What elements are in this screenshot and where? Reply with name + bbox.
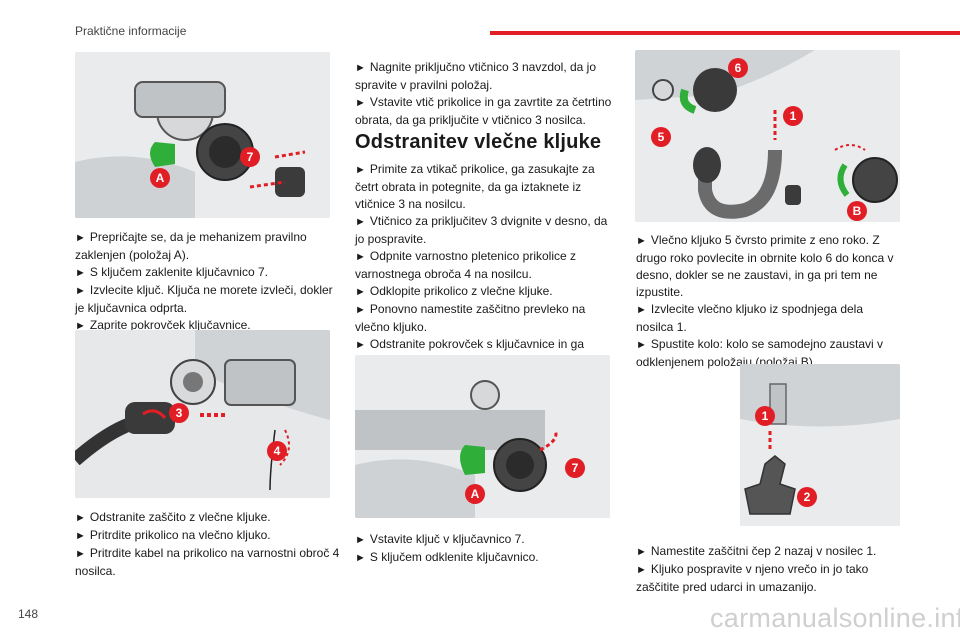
arrow-icon: ► xyxy=(636,564,647,576)
figure-remove-hook: 6 5 1 B xyxy=(635,50,900,222)
callout-7: 7 xyxy=(572,461,579,475)
protective-plug-illustration: 1 2 xyxy=(740,364,900,526)
instruction: ►Izvlecite vlečno kljuko iz spodnjega de… xyxy=(636,302,864,334)
instruction: ►Odpnite varnostno pletenico prikolice z… xyxy=(355,249,577,281)
instruction: ►Odstranite zaščito z vlečne kljuke. xyxy=(75,510,271,524)
arrow-icon: ► xyxy=(355,534,366,546)
callout-B: B xyxy=(853,204,862,218)
arrow-icon: ► xyxy=(355,339,366,351)
col2-text-block1: ►Nagnite priključno vtičnico 3 navzdol, … xyxy=(355,59,620,129)
callout-2: 2 xyxy=(804,490,811,504)
instruction: ►Nagnite priključno vtičnico 3 navzdol, … xyxy=(355,60,597,92)
callout-A: A xyxy=(471,487,480,501)
remove-hook-illustration: 6 5 1 B xyxy=(635,50,900,222)
instruction: ►Kljuko pospravite v njeno vrečo in jo t… xyxy=(636,562,869,594)
instruction: ►Pritrdite kabel na prikolico na varnost… xyxy=(75,546,340,578)
lock-key-illustration: 7 A xyxy=(75,52,330,218)
watermark: carmanualsonline.info xyxy=(710,603,960,633)
col1-text-block2: ►Odstranite zaščito z vlečne kljuke. ►Pr… xyxy=(75,509,340,580)
instruction: ►Odklopite prikolico z vlečne kljuke. xyxy=(355,284,553,298)
arrow-icon: ► xyxy=(355,552,366,564)
callout-1: 1 xyxy=(762,409,769,423)
callout-3: 3 xyxy=(176,406,183,420)
page-header-title: Praktične informacije xyxy=(75,24,187,38)
instruction: ►Primite za vtikač prikolice, ga zasukaj… xyxy=(355,162,595,211)
callout-5: 5 xyxy=(658,130,665,144)
callout-A: A xyxy=(156,171,165,185)
arrow-icon: ► xyxy=(636,546,647,558)
figure-unlock-key: 7 A xyxy=(355,355,610,518)
col1-text-block1: ►Prepričajte se, da je mehanizem praviln… xyxy=(75,229,340,335)
instruction: ►S ključem zaklenite ključavnico 7. xyxy=(75,265,268,279)
instruction: ►Izvlecite ključ. Ključa ne morete izvle… xyxy=(75,283,333,315)
arrow-icon: ► xyxy=(636,235,647,247)
arrow-icon: ► xyxy=(75,512,86,524)
callout-6: 6 xyxy=(735,61,742,75)
socket-plug-illustration: 3 4 xyxy=(75,330,330,498)
arrow-icon: ► xyxy=(75,320,86,332)
arrow-icon: ► xyxy=(75,285,86,297)
page-number: 148 xyxy=(18,607,39,621)
arrow-icon: ► xyxy=(355,251,366,263)
instruction: ►Ponovno namestite zaščitno prevleko na … xyxy=(355,302,586,334)
header-accent-bar xyxy=(490,31,960,35)
arrow-icon: ► xyxy=(75,232,86,244)
col3-text-block1: ►Vlečno kljuko 5 čvrsto primite z eno ro… xyxy=(636,232,901,371)
instruction: ►Vstavite vtič prikolice in ga zavrtite … xyxy=(355,95,612,127)
arrow-icon: ► xyxy=(75,530,86,542)
arrow-icon: ► xyxy=(75,548,86,560)
arrow-icon: ► xyxy=(636,304,647,316)
arrow-icon: ► xyxy=(355,286,366,298)
arrow-icon: ► xyxy=(355,216,366,228)
figure-lock-key: 7 A xyxy=(75,52,330,218)
arrow-icon: ► xyxy=(355,62,366,74)
arrow-icon: ► xyxy=(75,267,86,279)
arrow-icon: ► xyxy=(636,339,647,351)
callout-4: 4 xyxy=(274,444,281,458)
instruction: ►Pritrdite prikolico na vlečno kljuko. xyxy=(75,528,271,542)
instruction: ►Vtičnico za priključitev 3 dvignite v d… xyxy=(355,214,608,246)
figure-socket-plug: 3 4 xyxy=(75,330,330,498)
col2-text-block3: ►Vstavite ključ v ključavnico 7. ►S klju… xyxy=(355,531,620,567)
instruction: ►Namestite zaščitni čep 2 nazaj v nosile… xyxy=(636,544,877,558)
col3-text-block2: ►Namestite zaščitni čep 2 nazaj v nosile… xyxy=(636,543,901,596)
section-title: Odstranitev vlečne kljuke xyxy=(355,131,602,153)
instruction: ►Zaprite pokrovček ključavnice. xyxy=(75,318,251,332)
figure-protective-plug: 1 2 xyxy=(740,364,900,526)
unlock-key-illustration: 7 A xyxy=(355,355,610,518)
instruction: ►Vstavite ključ v ključavnico 7. xyxy=(355,532,525,546)
instruction: ►S ključem odklenite ključavnico. xyxy=(355,550,539,564)
callout-7: 7 xyxy=(247,150,254,164)
instruction: ►Vlečno kljuko 5 čvrsto primite z eno ro… xyxy=(636,233,894,299)
arrow-icon: ► xyxy=(355,304,366,316)
arrow-icon: ► xyxy=(355,97,366,109)
instruction: ►Prepričajte se, da je mehanizem praviln… xyxy=(75,230,307,262)
col2-text-block2: ►Primite za vtikač prikolice, ga zasukaj… xyxy=(355,161,620,371)
callout-1: 1 xyxy=(790,109,797,123)
arrow-icon: ► xyxy=(355,164,366,176)
